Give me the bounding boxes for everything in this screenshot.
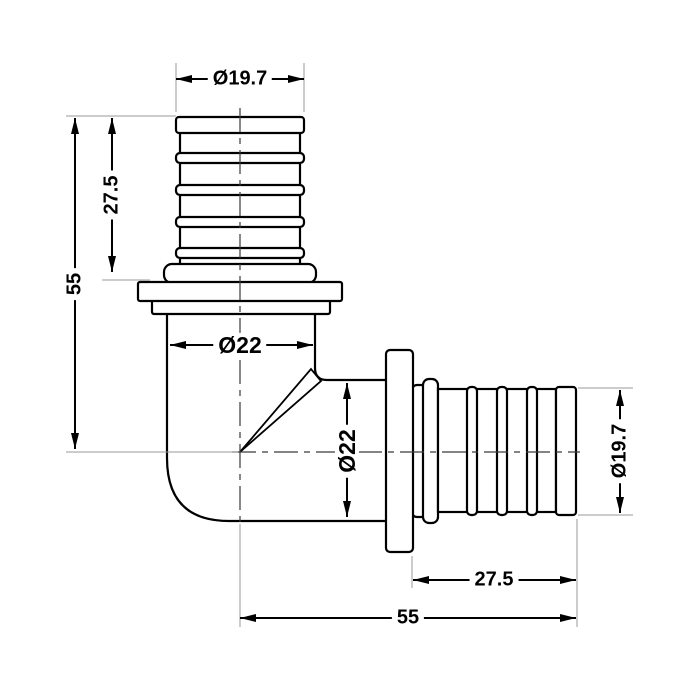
right-barb-rib: [525, 385, 539, 517]
dim-label-bottom-barb-length: 27.5: [469, 569, 519, 591]
right-barb-fitting: [384, 348, 578, 554]
right-end-cap: [554, 385, 578, 517]
dimension-lines: [71, 75, 624, 622]
extension-lines: [66, 63, 633, 627]
right-flange: [384, 348, 415, 554]
centerlines: [232, 108, 580, 524]
right-collar-ring: [421, 377, 440, 525]
dim-label-left-total-height: 55: [64, 267, 86, 301]
right-barb-rib: [465, 385, 479, 517]
dim-label-left-barb-length: 27.5: [101, 170, 123, 220]
dim-label-bottom-total-length: 55: [391, 607, 425, 629]
elbow-body: [165, 310, 390, 523]
right-barb-rib: [495, 385, 509, 517]
dim-label-right-diameter: Ø19.7: [609, 418, 631, 484]
dim-label-horizontal-bore: Ø22: [334, 424, 360, 478]
top-barb-fitting: [136, 115, 344, 316]
dim-label-top-diameter: Ø19.7: [207, 68, 273, 90]
bore-chamfer-wedge: [239, 367, 323, 453]
dim-label-vertical-bore: Ø22: [213, 333, 267, 357]
